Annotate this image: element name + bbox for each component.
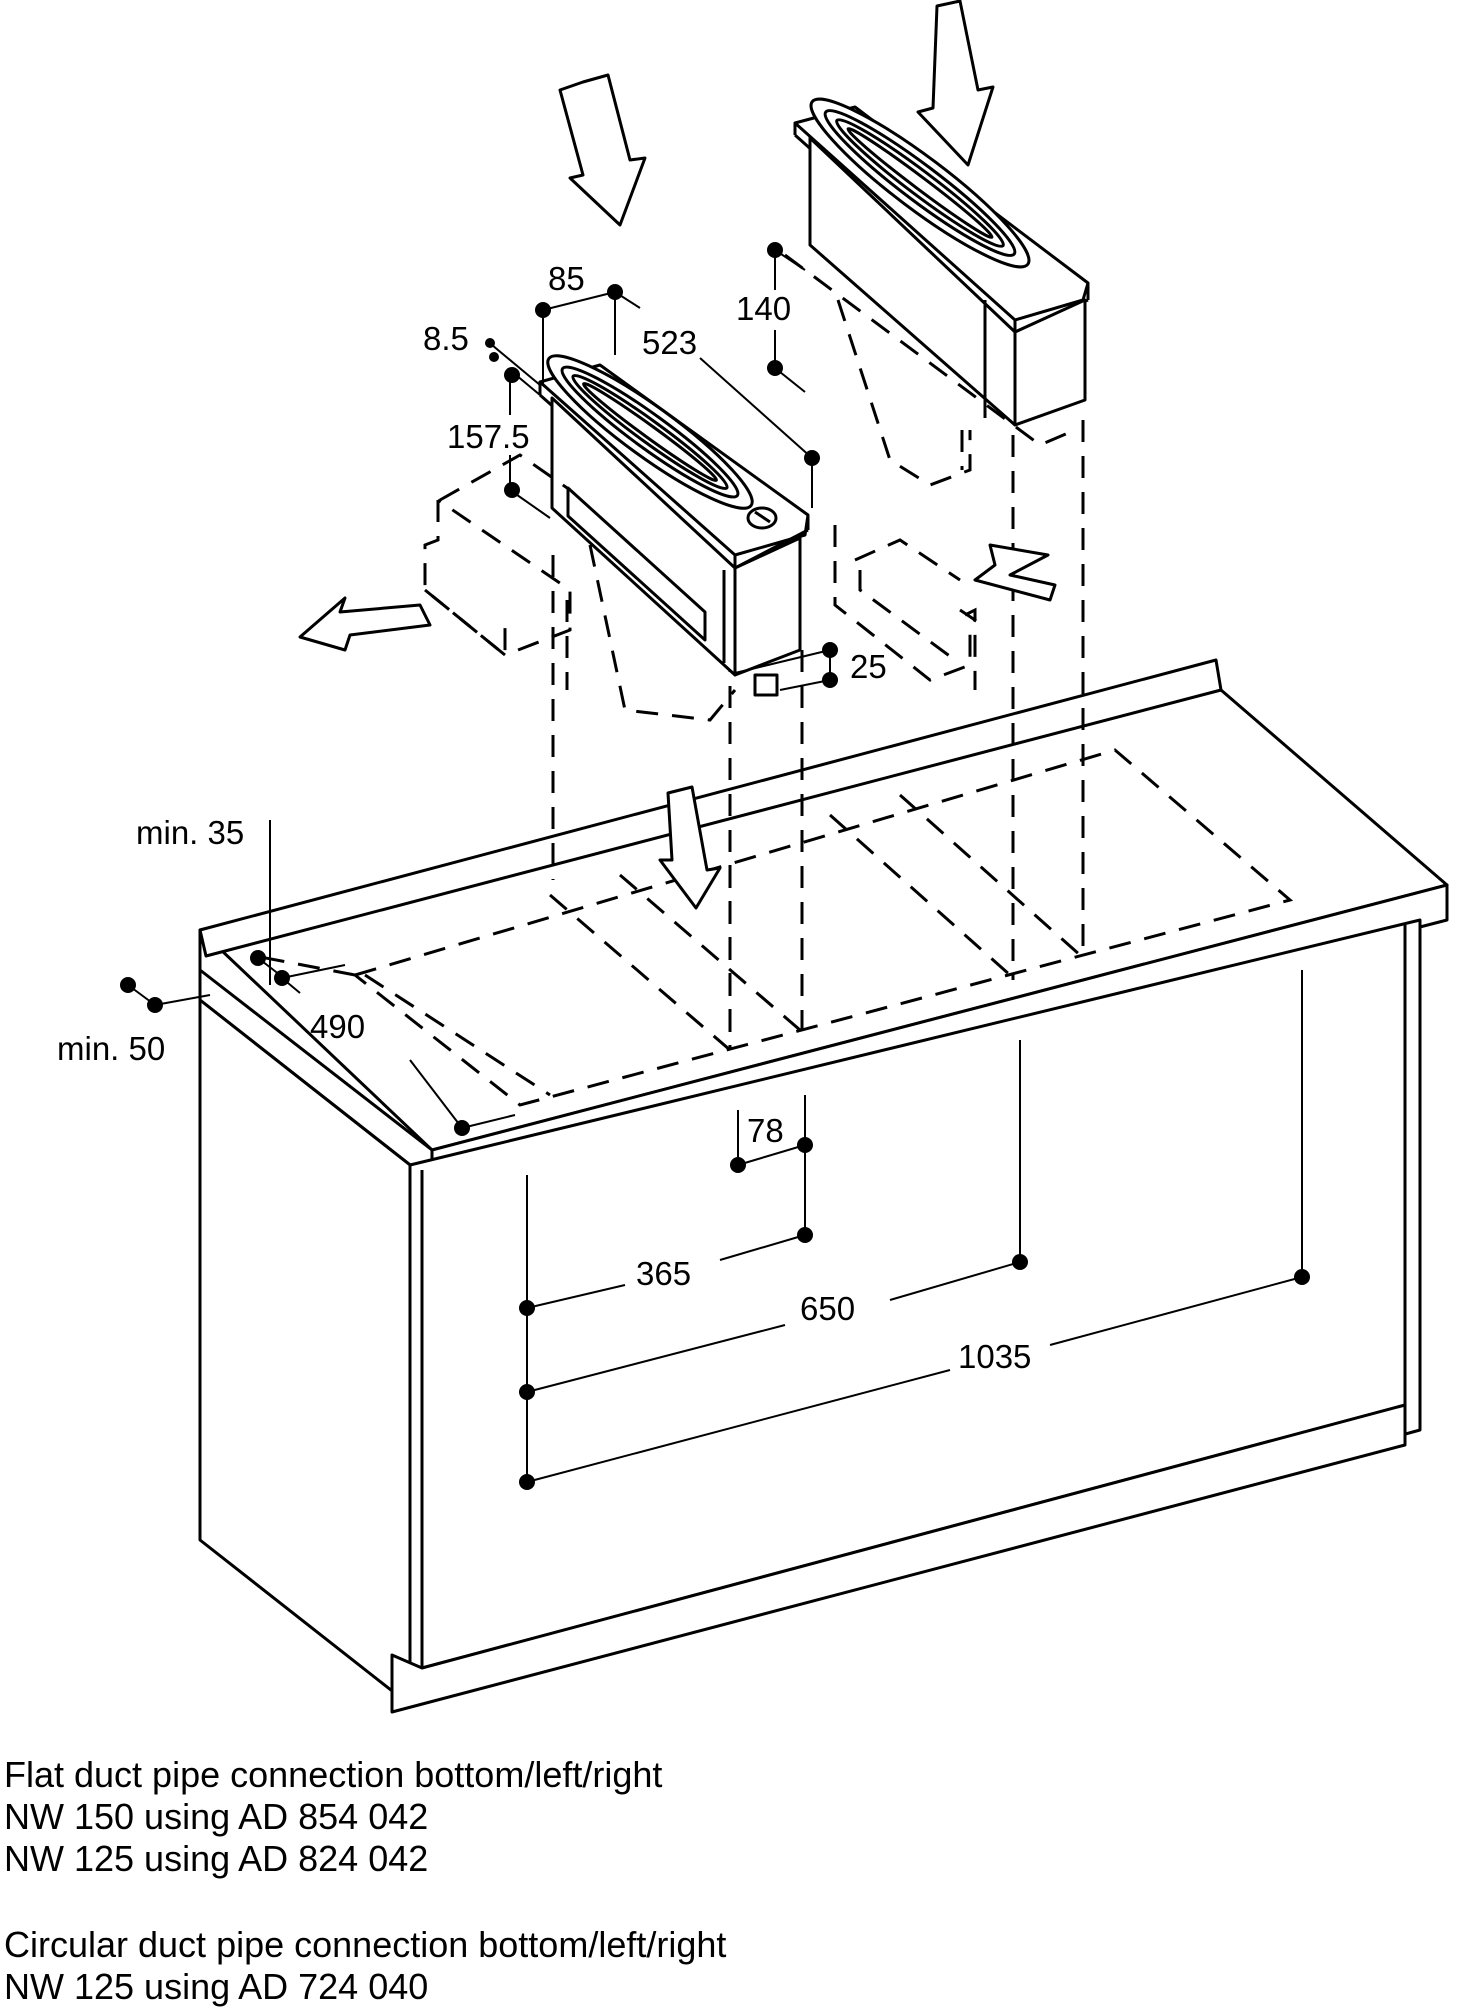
arrow-down-right	[916, 0, 995, 167]
backsplash	[198, 658, 1223, 958]
circular-duct-title: Circular duct pipe connection bottom/lef…	[4, 1924, 727, 1965]
dim-650: 650	[800, 1290, 855, 1327]
dim-min-35: min. 35	[136, 814, 244, 851]
dim-140: 140	[736, 290, 791, 327]
projection-lines	[551, 420, 1085, 1050]
dim-157-5: 157.5	[447, 418, 530, 455]
airflow-arrows	[298, 0, 1057, 910]
flat-duct-line-1: NW 150 using AD 854 042	[4, 1796, 429, 1837]
dim-8-5: 8.5	[423, 320, 469, 357]
dim-523: 523	[642, 324, 697, 361]
cabinet	[198, 658, 1449, 1714]
dim-490: 490	[310, 1008, 365, 1045]
downdraft-unit-left	[538, 354, 810, 697]
right-duct-connection	[784, 253, 1076, 690]
dim-78: 78	[747, 1112, 784, 1149]
cabinet-front	[408, 918, 1422, 1707]
left-duct-connection	[423, 453, 737, 722]
flat-duct-title: Flat duct pipe connection bottom/left/ri…	[4, 1754, 663, 1795]
dim-85: 85	[548, 260, 585, 297]
plinth	[390, 1403, 1407, 1714]
dimension-dots	[120, 242, 1310, 1490]
arrow-down-center	[658, 785, 722, 910]
downdraft-unit-right	[793, 97, 1090, 427]
arrow-left-out	[298, 596, 432, 652]
dim-25: 25	[850, 648, 887, 685]
notes-circular-duct: Circular duct pipe connection bottom/lef…	[4, 1924, 726, 2008]
flat-duct-line-2: NW 125 using AD 824 042	[4, 1838, 429, 1879]
dimension-lines	[127, 249, 1303, 1483]
dim-1035: 1035	[958, 1338, 1031, 1375]
dim-min-50: min. 50	[57, 1030, 165, 1067]
cabinet-side	[198, 998, 412, 1707]
notes-flat-duct: Flat duct pipe connection bottom/left/ri…	[4, 1754, 662, 1880]
circular-duct-line-1: NW 125 using AD 724 040	[4, 1966, 429, 2007]
arrow-down-left	[558, 73, 647, 227]
arrow-right-out	[973, 543, 1057, 602]
dim-365: 365	[636, 1255, 691, 1292]
